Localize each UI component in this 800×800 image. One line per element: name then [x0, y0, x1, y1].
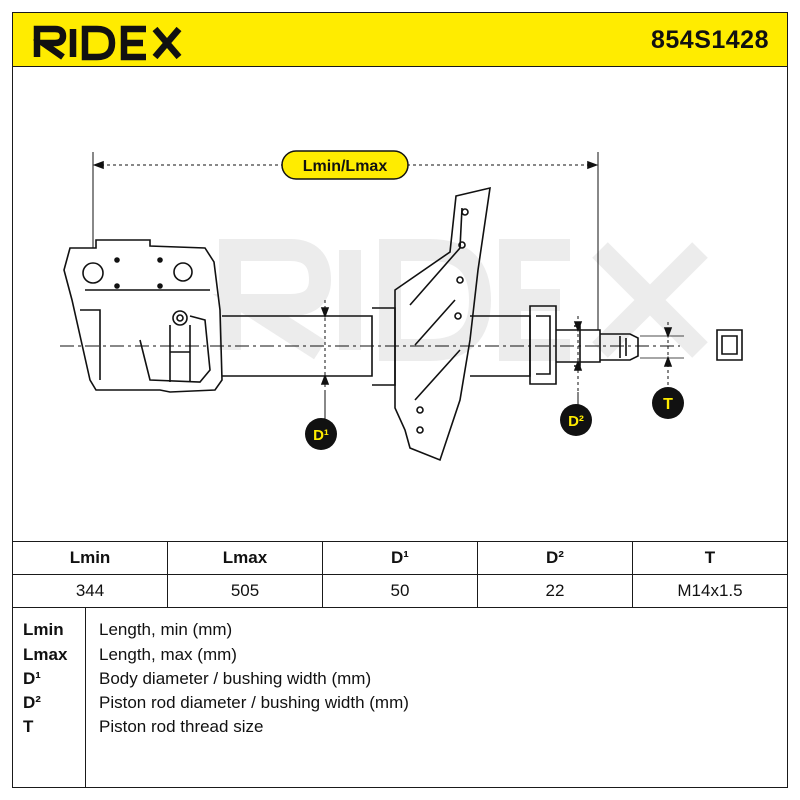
badge-t: T	[652, 387, 684, 419]
spec-header-lmax: Lmax	[167, 541, 323, 575]
ridex-logo	[33, 25, 182, 61]
legend-desc: Body diameter / bushing width (mm)	[99, 669, 372, 688]
svg-text:D²: D²	[568, 413, 584, 430]
badge-d2: D²	[560, 404, 592, 436]
shock-absorber-drawing: Lmin/Lmax D¹ D² T	[60, 150, 743, 462]
legend-divider	[85, 608, 86, 787]
spec-value-row: 344 505 50 22 M14x1.5	[12, 574, 788, 608]
dimension-label-lmin-lmax: Lmin/Lmax	[281, 150, 409, 180]
legend-key: Lmin	[23, 620, 64, 639]
legend-desc: Piston rod thread size	[99, 717, 264, 736]
legend-key: T	[23, 717, 34, 736]
legend-desc: Length, max (mm)	[99, 645, 237, 664]
spec-header-d2: D²	[477, 541, 633, 575]
legend-desc: Length, min (mm)	[99, 620, 233, 639]
part-number: 854S1428	[650, 26, 769, 54]
header-bar: 854S1428	[12, 12, 788, 67]
spec-header-row: Lmin Lmax D¹ D² T	[12, 541, 788, 575]
legend-key: Lmax	[23, 645, 68, 664]
legend-desc: Piston rod diameter / bushing width (mm)	[99, 693, 409, 712]
watermark-logo	[212, 239, 708, 361]
spec-value-lmax: 505	[167, 574, 323, 608]
badge-d1: D¹	[305, 418, 337, 450]
spec-header-d1: D¹	[322, 541, 478, 575]
spec-header-t: T	[632, 541, 788, 575]
legend-box: Lmin Length, min (mm) Lmax Length, max (…	[12, 607, 788, 788]
legend-key: D²	[23, 693, 41, 712]
spec-header-lmin: Lmin	[12, 541, 168, 575]
svg-text:T: T	[663, 396, 673, 413]
spec-table: Lmin Lmax D¹ D² T 344 505 50 22 M14x1.5	[12, 541, 788, 608]
svg-text:Lmin/Lmax: Lmin/Lmax	[303, 158, 388, 175]
spec-value-d1: 50	[322, 574, 478, 608]
spec-value-t: M14x1.5	[632, 574, 788, 608]
spec-value-lmin: 344	[12, 574, 168, 608]
spec-value-d2: 22	[477, 574, 633, 608]
svg-text:D¹: D¹	[313, 427, 329, 444]
legend-key: D¹	[23, 669, 41, 688]
